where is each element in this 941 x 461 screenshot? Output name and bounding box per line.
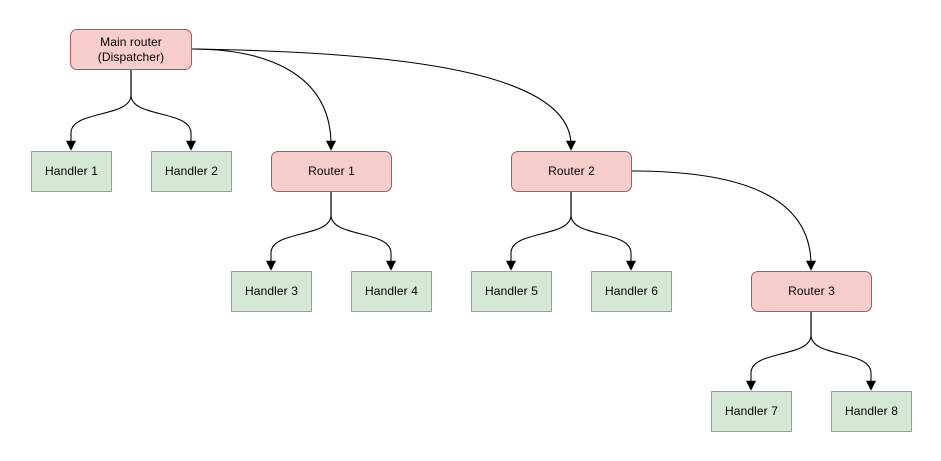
arrow-head-icon (625, 260, 637, 271)
edge-router-3-to-handler-7 (745, 311, 812, 391)
arrow-head-icon (745, 380, 757, 391)
arrow-head-icon (505, 260, 517, 271)
edge-main-to-handler-1 (65, 69, 132, 151)
edge-line (510, 191, 572, 266)
edge-router-1-to-handler-3 (265, 191, 332, 271)
edge-router-2-to-handler-5 (505, 191, 572, 271)
node-router-3[interactable]: Router 3 (751, 271, 872, 312)
edge-line (750, 311, 812, 386)
arrow-head-icon (385, 260, 397, 271)
node-handler-7[interactable]: Handler 7 (711, 391, 792, 432)
arrow-head-icon (265, 260, 277, 271)
edge-line (70, 69, 132, 146)
edge-line (810, 311, 872, 386)
edge-line (130, 69, 192, 146)
edge-router-3-to-handler-8 (810, 311, 877, 391)
arrow-head-icon (565, 140, 577, 151)
edge-router-2-to-handler-6 (570, 191, 637, 271)
node-handler-8[interactable]: Handler 8 (831, 391, 912, 432)
edge-main-to-router-1 (191, 48, 337, 151)
edge-router-2-to-router-3 (631, 170, 817, 271)
node-handler-6[interactable]: Handler 6 (591, 271, 672, 312)
node-router-1[interactable]: Router 1 (271, 151, 392, 192)
edge-line (270, 191, 332, 266)
edge-line (631, 170, 812, 266)
node-handler-3[interactable]: Handler 3 (231, 271, 312, 312)
node-handler-2[interactable]: Handler 2 (151, 151, 232, 192)
edge-main-to-handler-2 (130, 69, 197, 151)
arrow-head-icon (65, 140, 77, 151)
arrow-head-icon (325, 140, 337, 151)
edge-line (570, 191, 632, 266)
node-router-2[interactable]: Router 2 (511, 151, 632, 192)
edge-line (330, 191, 392, 266)
edge-line (191, 48, 572, 146)
edge-main-to-router-2 (191, 48, 577, 151)
node-handler-5[interactable]: Handler 5 (471, 271, 552, 312)
arrow-head-icon (805, 260, 817, 271)
edge-line (191, 48, 332, 146)
arrow-head-icon (185, 140, 197, 151)
node-main-router[interactable]: Main router (Dispatcher) (70, 29, 192, 70)
arrow-head-icon (865, 380, 877, 391)
node-handler-1[interactable]: Handler 1 (31, 151, 112, 192)
node-handler-4[interactable]: Handler 4 (351, 271, 432, 312)
edge-router-1-to-handler-4 (330, 191, 397, 271)
